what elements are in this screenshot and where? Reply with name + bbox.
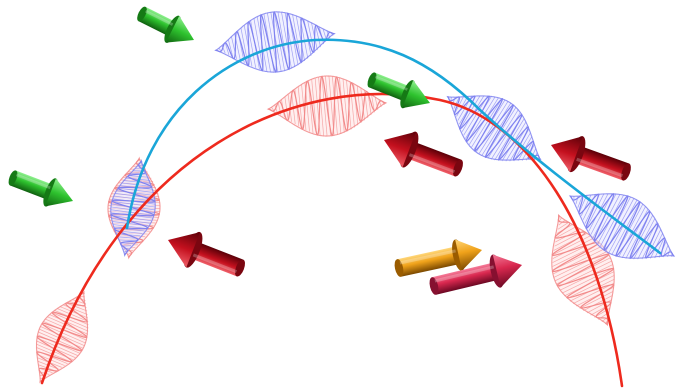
red-wave-packet	[266, 75, 388, 137]
red-arrow	[551, 136, 631, 181]
green-arrow	[367, 72, 431, 109]
red-arrow	[384, 131, 463, 177]
crimson-arrow	[429, 254, 523, 295]
red-arrow	[167, 231, 245, 277]
blue-wave-packet	[568, 193, 676, 260]
green-arrow	[137, 6, 194, 43]
red-wave-packet	[35, 290, 89, 384]
blue-wave-packet	[214, 11, 336, 73]
orange-arrow	[394, 239, 482, 277]
green-arrow	[8, 170, 74, 207]
blue-trajectory	[125, 38, 662, 255]
